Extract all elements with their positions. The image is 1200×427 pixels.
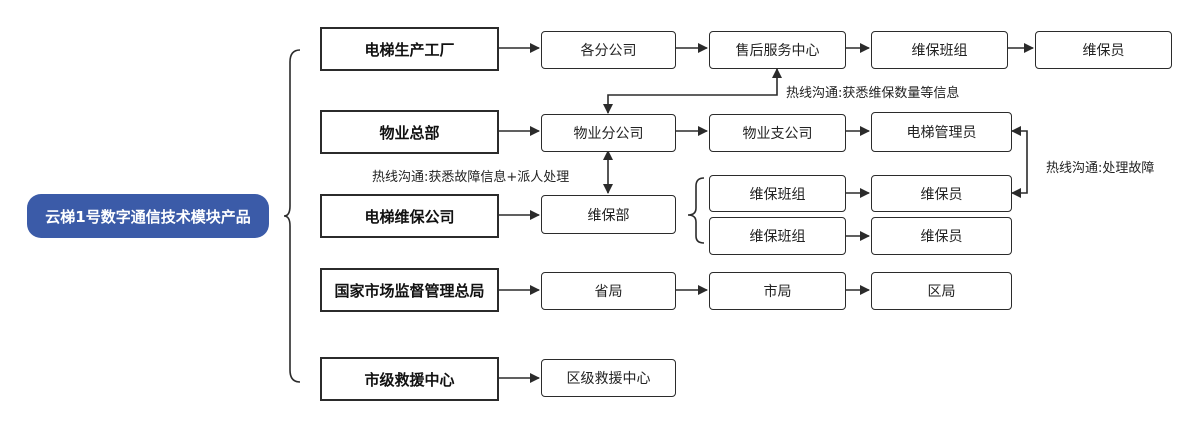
node-maintenance-team-2[interactable]: 维保班组 (709, 217, 846, 255)
node-maintenance-team-1[interactable]: 维保班组 (709, 175, 846, 212)
hotline-service-to-property-branch (603, 68, 782, 114)
root-bracket (283, 49, 301, 383)
node-property-branch[interactable]: 物业分公司 (541, 114, 676, 152)
node-district-rescue-center[interactable]: 区级救援中心 (541, 359, 676, 397)
node-maintenance-company[interactable]: 电梯维保公司 (320, 194, 499, 238)
node-maintenance-worker-2[interactable]: 维保员 (871, 217, 1012, 255)
node-elevator-manager[interactable]: 电梯管理员 (871, 112, 1012, 152)
node-elevator-factory[interactable]: 电梯生产工厂 (320, 27, 499, 71)
annotation-hotline-handle-fault: 热线沟通:处理故障 (1046, 161, 1155, 176)
annotation-hotline-service: 热线沟通:获悉维保数量等信息 (786, 86, 960, 101)
annotation-hotline-fault-dispatch: 热线沟通:获悉故障信息+派人处理 (372, 170, 570, 185)
node-city-rescue-center[interactable]: 市级救援中心 (320, 357, 499, 401)
node-district-bureau[interactable]: 区局 (871, 272, 1012, 310)
root-node[interactable]: 云梯1号数字通信技术模块产品 (27, 194, 269, 238)
node-city-bureau[interactable]: 市局 (709, 272, 846, 310)
node-after-sales-center[interactable]: 售后服务中心 (709, 31, 846, 69)
node-property-sub-branch[interactable]: 物业支公司 (709, 114, 846, 152)
hotline-manager-to-worker (1011, 126, 1028, 198)
node-maintenance-worker[interactable]: 维保员 (1035, 31, 1172, 69)
node-maintenance-dept[interactable]: 维保部 (541, 195, 676, 234)
dept-bracket (687, 177, 705, 244)
node-market-regulator[interactable]: 国家市场监督管理总局 (320, 268, 499, 312)
node-property-hq[interactable]: 物业总部 (320, 110, 499, 154)
node-branch-companies[interactable]: 各分公司 (541, 31, 676, 69)
node-provincial-bureau[interactable]: 省局 (541, 272, 676, 310)
node-maintenance-team[interactable]: 维保班组 (871, 31, 1008, 69)
node-maintenance-worker-1[interactable]: 维保员 (871, 175, 1012, 212)
